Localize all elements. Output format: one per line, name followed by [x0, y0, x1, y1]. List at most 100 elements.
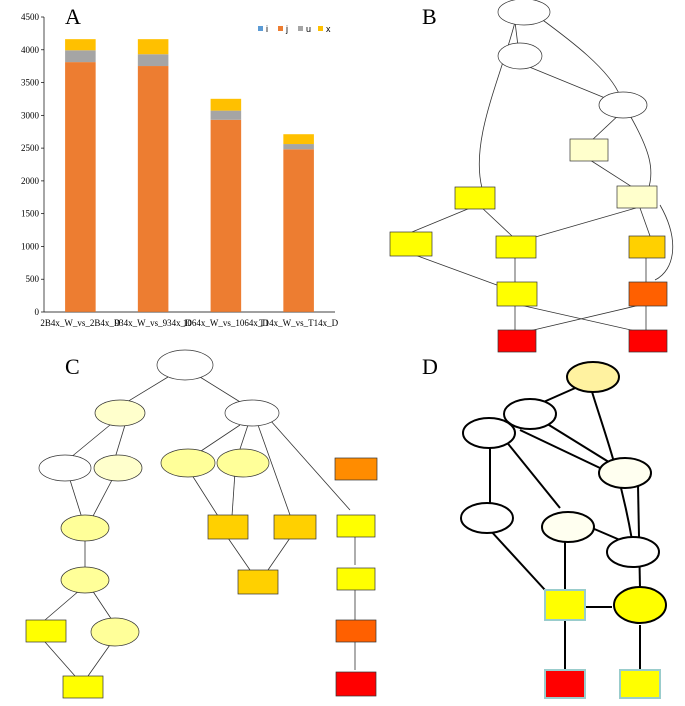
node — [497, 0, 551, 26]
edge — [627, 111, 652, 191]
node — [541, 511, 595, 543]
node — [619, 669, 661, 699]
bar-segment-j — [65, 62, 96, 312]
node — [569, 138, 609, 162]
edge — [524, 207, 637, 241]
node — [94, 399, 146, 427]
edge — [269, 419, 351, 511]
edge — [227, 537, 251, 571]
y-tick-label: 2000 — [21, 176, 40, 186]
panel-a-label: A — [65, 4, 81, 29]
edge — [121, 376, 169, 406]
panel-c-edges — [44, 376, 356, 677]
y-tick-label: 500 — [26, 274, 40, 284]
edge — [231, 471, 236, 517]
node — [207, 514, 249, 540]
node — [462, 417, 516, 449]
legend-swatch-u — [298, 26, 303, 31]
node — [544, 589, 586, 621]
node — [497, 42, 543, 70]
edge — [114, 424, 126, 459]
node — [237, 569, 279, 595]
node — [628, 235, 666, 259]
bar-segment-x — [65, 39, 96, 51]
node — [613, 586, 667, 624]
edge — [267, 537, 291, 571]
edge — [514, 21, 519, 47]
edge — [479, 205, 513, 237]
edge — [639, 207, 651, 237]
edge — [257, 424, 291, 516]
edge — [194, 424, 241, 456]
edge — [44, 641, 76, 677]
y-tick-label: 2500 — [21, 143, 40, 153]
edge — [478, 21, 516, 189]
panel-c-go-graph: C — [25, 349, 378, 699]
edge — [504, 439, 561, 509]
x-tick-label: 934x_W_vs_934x_D — [115, 318, 192, 328]
panel-d-label: D — [422, 354, 438, 379]
node — [60, 566, 110, 594]
node — [224, 399, 280, 427]
panel-d-go-graph: D — [422, 354, 667, 699]
node — [497, 329, 537, 353]
y-tick-label: 3000 — [21, 110, 40, 120]
edge — [411, 205, 476, 233]
legend-label-j: j — [285, 24, 288, 34]
x-tick-label: T14x_W_vs_T14x_D — [259, 318, 338, 328]
node — [62, 675, 104, 699]
edge — [539, 17, 621, 97]
bar-segment-x — [210, 98, 242, 111]
panel-d-nodes — [460, 361, 667, 699]
edge — [69, 424, 111, 459]
y-tick-label: 4500 — [21, 12, 40, 22]
node — [454, 186, 496, 210]
node — [160, 448, 216, 478]
bar-segment-j — [210, 119, 242, 312]
node — [38, 454, 92, 482]
y-tick-label: 1000 — [21, 241, 40, 251]
node — [616, 185, 658, 209]
node — [273, 514, 317, 540]
bar-segment-x — [137, 39, 169, 55]
node — [598, 91, 648, 119]
edge — [189, 471, 219, 517]
legend-label-x: x — [326, 24, 331, 34]
legend-swatch-x — [318, 26, 323, 31]
node — [25, 619, 67, 643]
bar-segment-x — [283, 134, 314, 145]
y-tick-label: 3500 — [21, 78, 40, 88]
bar-segment-j — [283, 149, 314, 312]
edge — [87, 641, 113, 677]
panel-b-edges — [411, 17, 674, 333]
edge — [589, 384, 633, 541]
edge — [91, 479, 113, 519]
edge — [414, 254, 506, 289]
node — [495, 235, 537, 259]
node — [628, 329, 668, 353]
bar-segment-u — [283, 144, 314, 150]
edge — [524, 304, 641, 333]
x-tick-label: 2B4x_W_vs_2B4x_D — [40, 318, 121, 328]
y-tick-label: 0 — [35, 307, 40, 317]
bar-series — [65, 39, 314, 312]
bar-segment-j — [137, 66, 169, 312]
edge — [489, 529, 546, 591]
legend-label-u: u — [306, 24, 311, 34]
node — [503, 398, 557, 430]
panel-b-go-graph: B — [389, 0, 674, 353]
x-tick-label: 1064x_W_vs_1064x_D — [183, 318, 269, 328]
edge — [91, 589, 113, 621]
legend-swatch-i — [258, 26, 263, 31]
edge — [199, 376, 246, 406]
edge — [519, 304, 641, 333]
node — [93, 454, 143, 482]
node — [156, 349, 214, 381]
panel-b-label: B — [422, 4, 437, 29]
node — [335, 619, 377, 643]
node — [334, 457, 378, 481]
edge — [519, 429, 601, 469]
